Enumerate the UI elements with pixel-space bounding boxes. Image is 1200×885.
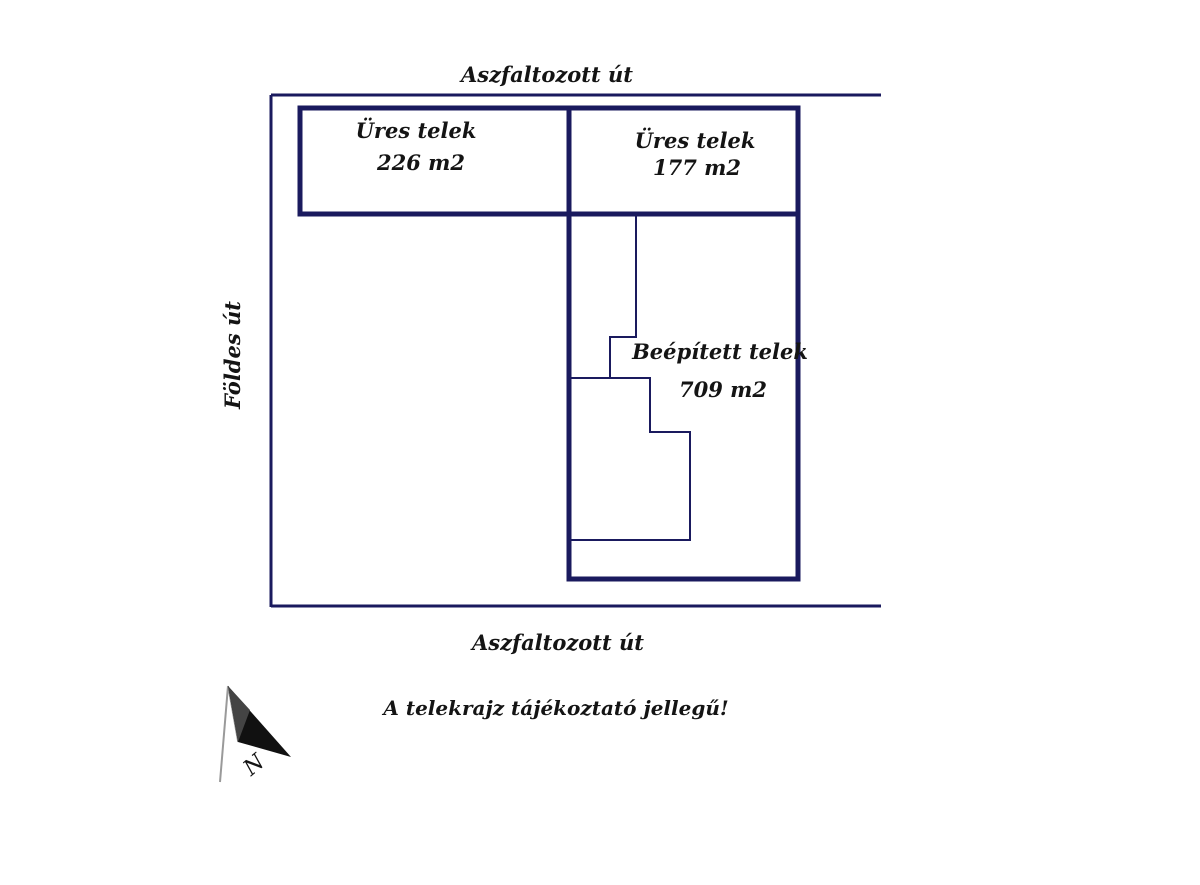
road-label-bottom: Aszfaltozott út xyxy=(470,630,644,655)
building-outline-lower xyxy=(571,377,691,541)
disclaimer-note: A telekrajz tájékoztató jellegű! xyxy=(381,696,728,720)
plot-name-226: Üres telek xyxy=(356,118,477,143)
north-label: N xyxy=(238,749,270,782)
road-label-top: Aszfaltozott út xyxy=(459,62,633,87)
plot-area-709: 709 m2 xyxy=(679,377,767,402)
road-label-left: Földes út xyxy=(220,301,245,410)
plot-name-177: Üres telek xyxy=(635,128,756,153)
building-outline-upper xyxy=(609,216,637,378)
plot-outlines xyxy=(297,105,801,582)
road-boundary xyxy=(269,93,881,608)
building-footprint xyxy=(571,216,691,541)
plot-area-177: 177 m2 xyxy=(653,155,741,180)
plot-area-226: 226 m2 xyxy=(376,150,465,175)
north-arrow-shaft xyxy=(219,685,229,783)
plot-outline-709 xyxy=(566,211,801,582)
north-arrow-shade xyxy=(228,686,250,742)
north-arrow-icon: N xyxy=(219,685,291,783)
plot-name-709: Beépített telek xyxy=(631,339,808,364)
